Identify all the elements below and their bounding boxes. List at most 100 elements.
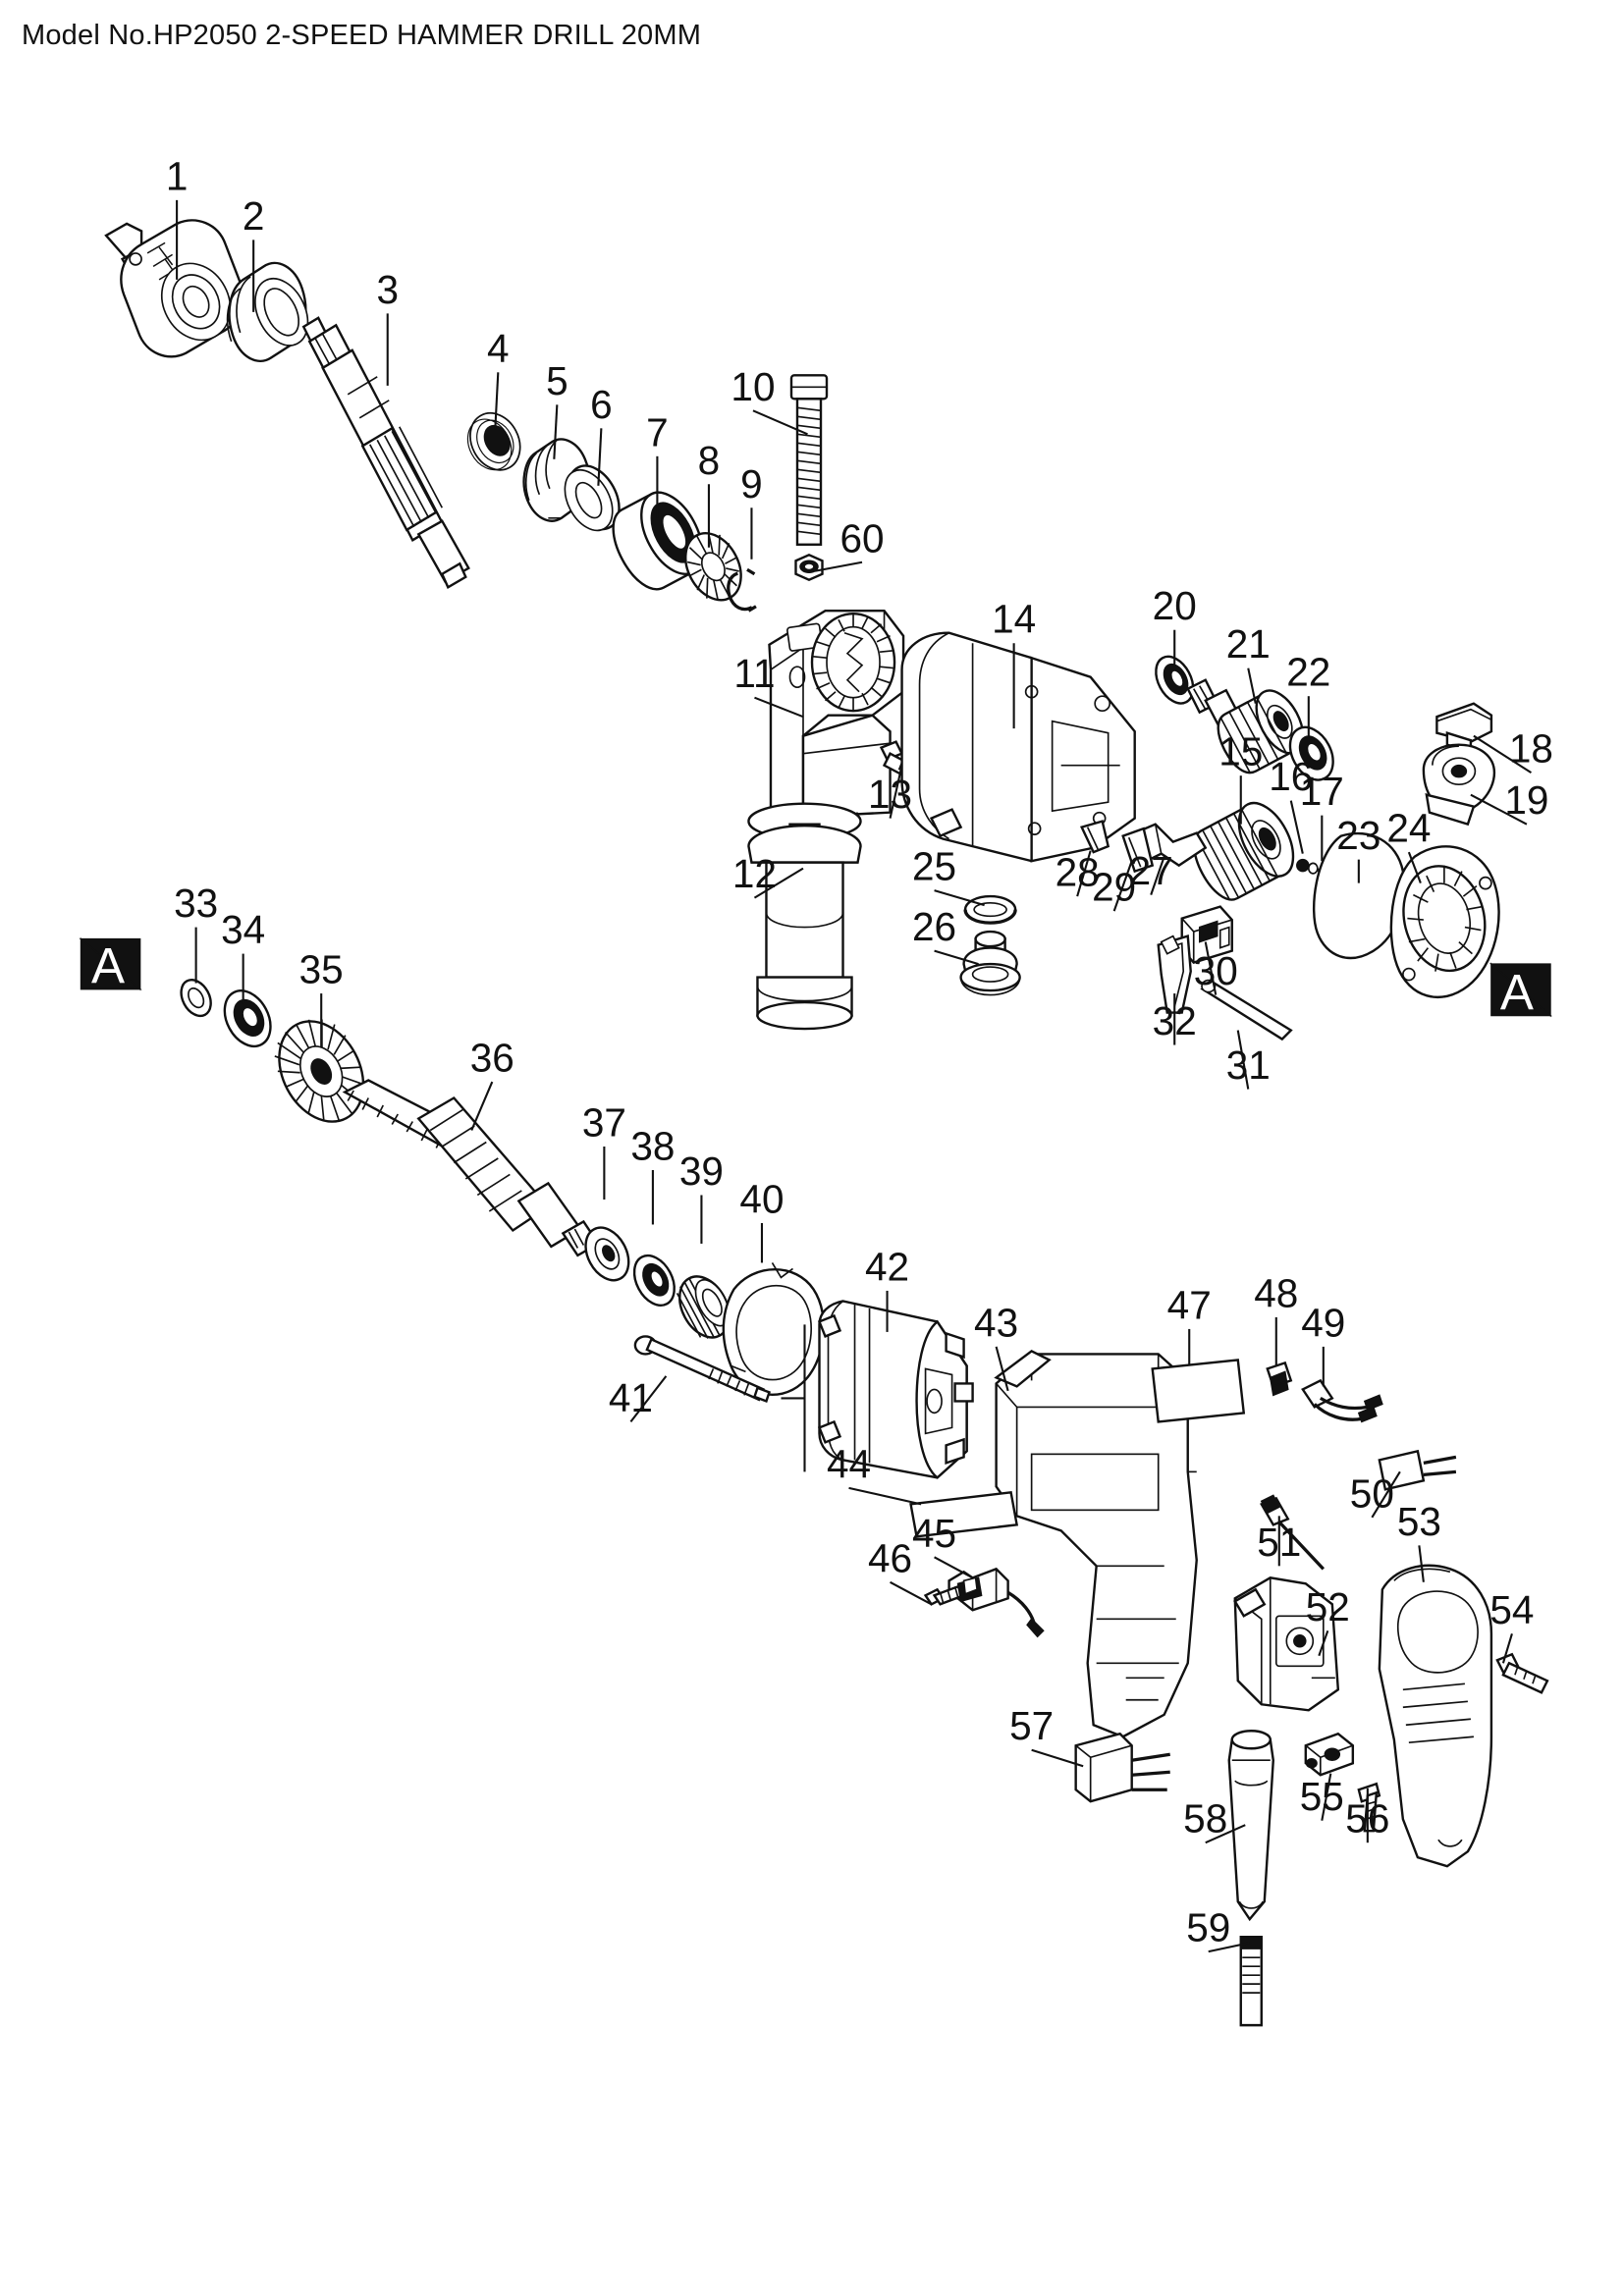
callout-number-44: 44 (827, 1441, 871, 1486)
callout-number-59: 59 (1186, 1905, 1230, 1950)
callout-leader-60 (814, 561, 863, 572)
callout-number-12: 12 (732, 851, 777, 896)
callout-32: 32 (1153, 993, 1197, 1045)
callout-leader-13 (889, 765, 903, 819)
part-25-o-ring (963, 894, 1017, 925)
callout-number-39: 39 (679, 1148, 724, 1194)
callout-4: 4 (487, 326, 510, 430)
callout-number-2: 2 (243, 193, 265, 239)
callout-leader-44 (848, 1486, 922, 1506)
part-54-tapping-screw (1495, 1652, 1549, 1694)
callout-number-19: 19 (1504, 777, 1548, 823)
callout-number-28: 28 (1056, 850, 1100, 895)
callout-5: 5 (546, 358, 568, 459)
callout-7: 7 (646, 409, 669, 518)
callout-56: 56 (1345, 1788, 1389, 1843)
part-14-gear-housing-body (900, 631, 1136, 863)
callout-number-42: 42 (865, 1244, 909, 1289)
section-marker-a-right: A (1489, 962, 1552, 1021)
callout-number-17: 17 (1300, 769, 1344, 814)
callout-15: 15 (1218, 729, 1263, 825)
callout-number-54: 54 (1489, 1587, 1534, 1632)
callout-leader-31 (1236, 1030, 1250, 1090)
part-44-name-plate (909, 1491, 1019, 1538)
part-30-switch-block (1180, 905, 1233, 964)
part-40-baffle-plate (722, 1262, 826, 1397)
callout-leader-41 (629, 1375, 668, 1423)
part-39-bearing-retainer (676, 1275, 731, 1339)
callout-number-29: 29 (1092, 865, 1136, 910)
callout-number-14: 14 (992, 597, 1036, 642)
callout-number-56: 56 (1345, 1796, 1389, 1842)
callout-number-23: 23 (1336, 813, 1380, 858)
callout-9: 9 (740, 461, 763, 560)
callout-leader-30 (1204, 941, 1218, 995)
callout-number-49: 49 (1301, 1300, 1345, 1345)
callout-number-10: 10 (731, 364, 775, 409)
part-20-ball-bearing (1155, 655, 1195, 705)
callout-17: 17 (1300, 769, 1344, 862)
callout-27: 27 (1129, 848, 1173, 895)
callout-number-16: 16 (1269, 754, 1313, 799)
callout-leader-4 (494, 372, 500, 430)
part-23-gasket (1312, 831, 1406, 960)
callout-33: 33 (174, 881, 218, 984)
part-43-motor-housing (994, 1350, 1198, 1738)
callout-leader-45 (934, 1556, 974, 1579)
callout-number-45: 45 (912, 1511, 956, 1556)
part-42-field-stator (781, 1300, 974, 1479)
part-53-handle-cover (1378, 1564, 1493, 1868)
callout-23: 23 (1336, 813, 1380, 883)
part-34-ball-bearing (223, 989, 272, 1048)
callout-number-20: 20 (1153, 583, 1197, 628)
part-8-retainer-plate (684, 532, 742, 602)
callout-number-8: 8 (698, 438, 721, 483)
part-9-retaining-ring (727, 567, 757, 613)
part-48-terminal (1266, 1361, 1293, 1397)
callout-48: 48 (1254, 1270, 1298, 1366)
part-57-handle-bracket (1074, 1732, 1170, 1803)
callout-number-36: 36 (470, 1036, 514, 1081)
callout-number-50: 50 (1350, 1470, 1394, 1516)
part-4-oil-seal (466, 412, 521, 471)
callout-leader-18 (1473, 734, 1533, 774)
part-49-wire-assembly (1301, 1378, 1383, 1423)
part-58-side-grip (1227, 1730, 1274, 1922)
callout-number-34: 34 (221, 907, 265, 952)
part-15-change-gear (1193, 801, 1295, 901)
callout-number-26: 26 (912, 904, 956, 949)
callout-43: 43 (974, 1300, 1018, 1392)
part-6-flat-washer (564, 464, 621, 532)
callout-number-32: 32 (1153, 998, 1197, 1043)
section-marker-a-right-label: A (1500, 965, 1534, 1021)
callout-18: 18 (1473, 726, 1553, 774)
callout-39: 39 (679, 1148, 724, 1244)
callout-leader-12 (753, 867, 804, 899)
callout-leader-26 (934, 949, 979, 966)
part-22-ball-bearing (1288, 725, 1334, 781)
callout-22: 22 (1286, 650, 1330, 736)
callout-57: 57 (1009, 1703, 1084, 1768)
part-55-clamp (1304, 1732, 1355, 1777)
callout-leader-52 (1318, 1629, 1329, 1657)
section-marker-a-left-label: A (91, 938, 125, 994)
callout-16: 16 (1269, 754, 1313, 854)
part-10-hex-bolt (789, 374, 829, 546)
callout-number-4: 4 (487, 326, 510, 371)
callout-59: 59 (1186, 1905, 1250, 1953)
callout-number-3: 3 (376, 267, 399, 312)
callout-52: 52 (1306, 1584, 1350, 1657)
callout-50: 50 (1350, 1470, 1401, 1519)
callout-31: 31 (1226, 1030, 1271, 1090)
part-51-rod (1260, 1494, 1326, 1571)
part-1-drill-chuck (104, 219, 244, 358)
callout-44: 44 (827, 1441, 922, 1506)
callout-number-51: 51 (1257, 1520, 1301, 1565)
callout-number-35: 35 (299, 947, 344, 992)
callout-number-21: 21 (1226, 621, 1271, 667)
callout-35: 35 (299, 947, 344, 1048)
callout-42: 42 (865, 1244, 909, 1332)
part-3-spindle (301, 316, 470, 589)
callout-number-11: 11 (733, 651, 775, 696)
callout-58: 58 (1183, 1796, 1246, 1844)
